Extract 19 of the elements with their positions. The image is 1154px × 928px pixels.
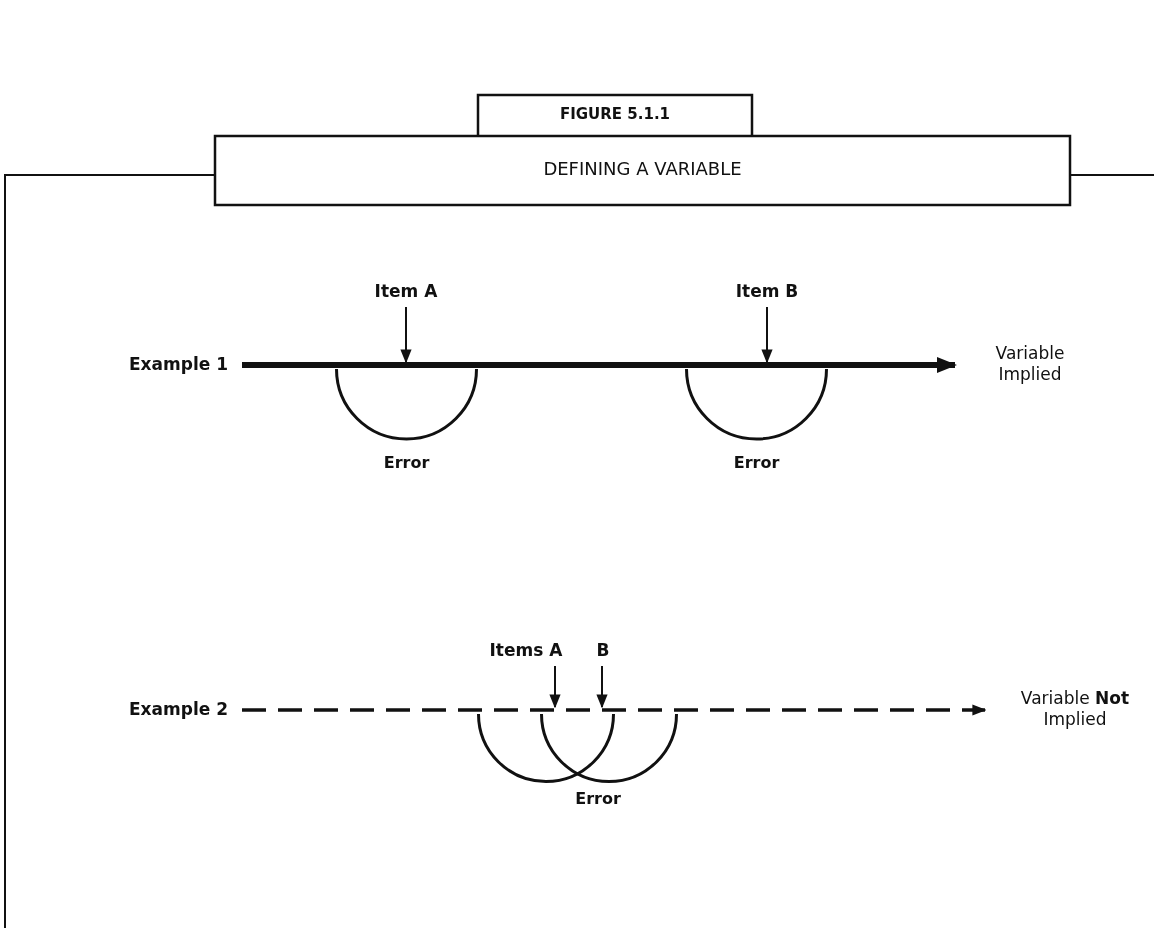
pointer-arrow: [596, 665, 608, 709]
figure-title: DEFINING A VARIABLE: [542, 158, 743, 179]
error-label: Error: [574, 788, 622, 809]
result-label: Variable Not Implied: [1005, 688, 1145, 732]
item-label: Items A: [481, 640, 571, 662]
figure-number: FIGURE 5.1.1: [558, 104, 671, 125]
item-label: Item B: [711, 281, 823, 303]
item-label: Item A: [350, 281, 462, 303]
pointer-arrow: [549, 665, 561, 709]
error-label: Error: [732, 452, 781, 473]
item-label: B: [592, 640, 614, 662]
pointer-arrow: [761, 306, 773, 364]
pointer-arrow: [400, 306, 412, 364]
result-label: Variable Implied: [975, 343, 1085, 387]
row-label: Example 2: [108, 699, 228, 721]
error-label: Error: [382, 452, 431, 473]
row-label: Example 1: [108, 354, 228, 376]
variable-axis-arrow: [242, 357, 957, 373]
variable-axis-arrow: [242, 704, 987, 716]
